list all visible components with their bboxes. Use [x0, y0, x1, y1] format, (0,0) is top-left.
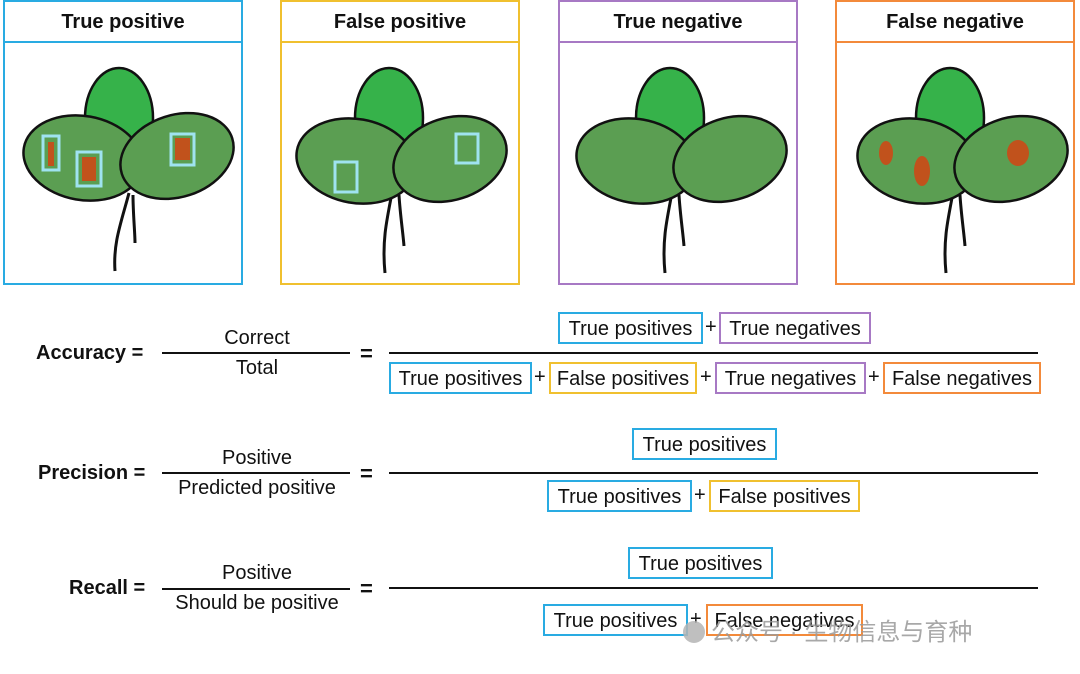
term-false-negatives: False negatives	[706, 604, 863, 636]
accuracy-label: Accuracy =	[36, 342, 144, 364]
recall-denominator: Should be positive	[175, 592, 339, 614]
term-true-negatives: True negatives	[719, 312, 871, 344]
term-false-positives: False positives	[709, 480, 860, 512]
fraction-bar	[389, 472, 1038, 474]
lesion	[914, 156, 930, 186]
recall-numerator: Positive	[221, 562, 293, 584]
term-true-positives: True positives	[632, 428, 777, 460]
plus-sign: +	[705, 316, 717, 338]
term-true-positives: True positives	[558, 312, 703, 344]
lesion	[175, 138, 190, 160]
plant-illustration-true-positive	[22, 66, 235, 272]
panel-true-negative: True negative	[558, 0, 798, 285]
fraction-bar	[389, 587, 1038, 589]
fraction-bar	[162, 588, 350, 590]
watermark-text: 公众号 · 生物信息与育种	[711, 619, 973, 646]
panel-false-positive: False positive	[280, 0, 520, 285]
plant-illustration-true-negative	[575, 66, 788, 274]
precision-denominator: Predicted positive	[178, 477, 336, 499]
term-true-positives: True positives	[547, 480, 692, 512]
plant-illustration-false-negative	[856, 66, 1069, 274]
plus-sign: +	[868, 366, 880, 388]
panel-title: True negative	[560, 2, 796, 43]
equals-sign: =	[360, 576, 373, 601]
panel-title: True positive	[5, 2, 241, 43]
term-true-positives: True positives	[543, 604, 688, 636]
panel-true-positive: True positive	[3, 0, 243, 285]
detection-box	[169, 132, 196, 167]
panel-title: False negative	[837, 2, 1073, 43]
term-false-negatives: False negatives	[883, 362, 1041, 394]
term-false-positives: False positives	[549, 362, 697, 394]
equals-sign: =	[360, 461, 373, 486]
wechat-icon	[683, 621, 705, 643]
plus-sign: +	[534, 366, 546, 388]
plus-sign: +	[694, 484, 706, 506]
lesion	[48, 142, 54, 166]
precision-numerator: Positive	[221, 447, 293, 469]
lesion	[879, 141, 893, 165]
accuracy-numerator: Correct	[224, 327, 290, 349]
lesion	[1007, 140, 1029, 166]
recall-label: Recall =	[69, 577, 146, 599]
detection-box	[75, 150, 103, 188]
term-true-negatives: True negatives	[715, 362, 866, 394]
watermark: 公众号 · 生物信息与育种	[683, 612, 972, 647]
detection-box	[454, 132, 480, 165]
panel-false-negative: False negative	[835, 0, 1075, 285]
plant-illustration-false-positive	[295, 66, 508, 274]
fraction-bar	[162, 352, 350, 354]
precision-label: Precision =	[38, 462, 146, 484]
panel-title: False positive	[282, 2, 518, 43]
accuracy-denominator: Total	[235, 357, 279, 379]
term-true-positives: True positives	[389, 362, 532, 394]
plus-sign: +	[690, 608, 702, 630]
plus-sign: +	[700, 366, 712, 388]
term-true-positives: True positives	[628, 547, 773, 579]
detection-box	[41, 134, 61, 172]
fraction-bar	[162, 472, 350, 474]
equals-sign: =	[360, 341, 373, 366]
detection-box	[333, 160, 359, 194]
lesion	[82, 157, 96, 181]
fraction-bar	[389, 352, 1038, 354]
